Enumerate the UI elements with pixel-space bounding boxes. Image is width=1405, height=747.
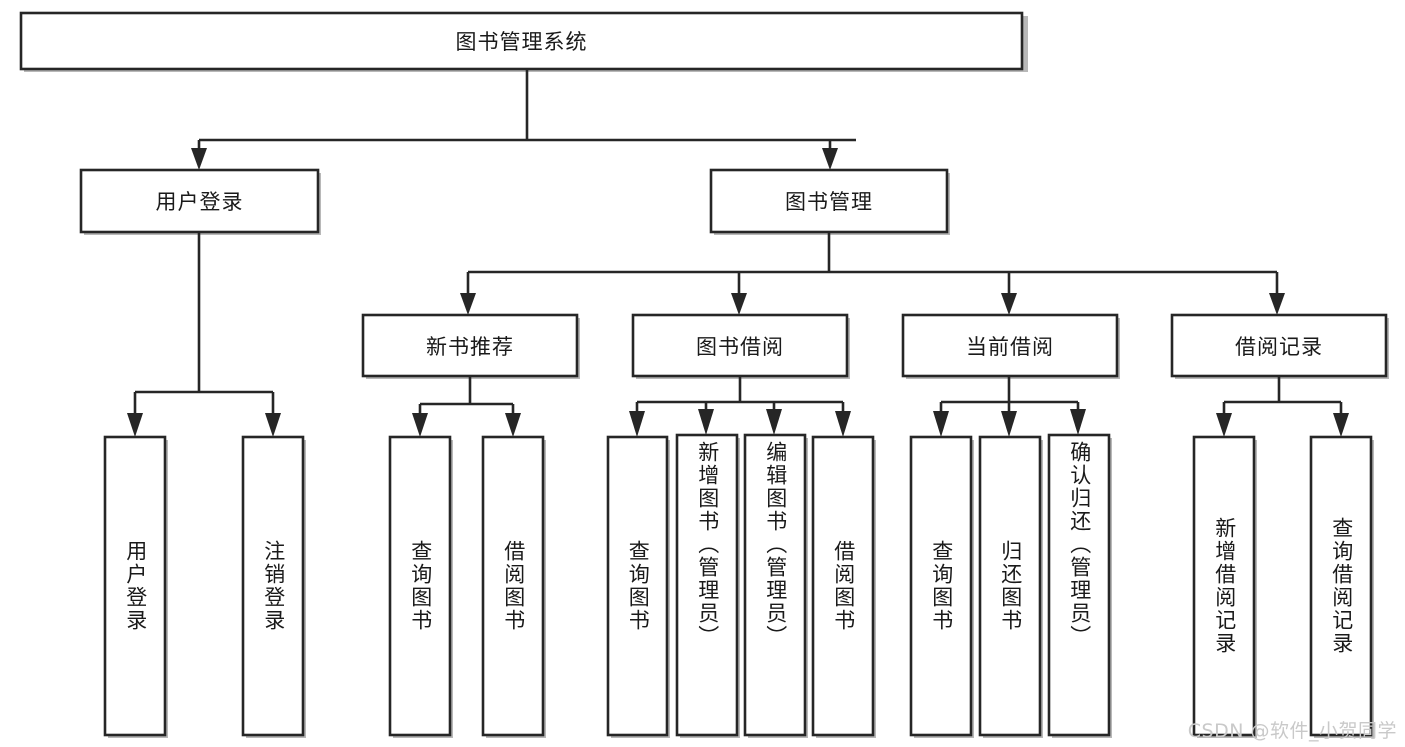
arrow-head-icon [265,413,281,437]
node-leaf-edit-book[interactable] [743,433,808,738]
node-book-borrow[interactable] [631,313,850,379]
node-leaf-confirm-return[interactable] [1047,433,1112,738]
node-root[interactable] [19,11,1028,72]
arrow-head-icon [505,413,521,437]
node-borrow-record[interactable] [1170,313,1389,379]
arrow-head-icon [412,413,428,437]
new-book-recommend-box [361,313,579,378]
leaf-add-book-box [675,433,739,737]
node-user-login[interactable] [79,168,321,235]
connector-borrow-record-to-leaves [1216,376,1349,437]
leaf-query-record-box [1309,435,1373,737]
arrow-head-icon [629,411,645,437]
arrow-head-icon [822,148,838,170]
connector-current-borrow-to-leaves [933,376,1086,437]
arrow-head-icon [766,409,782,435]
leaf-borrow-book-1-box [481,435,545,737]
arrow-head-icon [698,409,714,435]
arrow-head-icon [1216,413,1232,437]
current-borrow-box [901,313,1119,378]
node-leaf-user-login[interactable] [103,435,168,738]
arrow-head-icon [191,148,207,170]
arrow-head-icon [731,293,747,315]
node-leaf-add-book[interactable] [675,433,740,738]
connector-root-to-level2 [191,69,856,170]
node-new-book-recommend[interactable] [361,313,580,379]
leaf-edit-book-box [743,433,807,737]
node-current-borrow[interactable] [901,313,1120,379]
leaf-query-book-2-box [606,435,669,737]
book-manage-box [709,168,949,234]
leaf-add-record-box [1192,435,1256,737]
node-leaf-query-book-2[interactable] [606,435,670,738]
borrow-record-box [1170,313,1388,378]
node-leaf-query-book-1[interactable] [388,435,453,738]
node-leaf-query-record[interactable] [1309,435,1374,738]
node-book-manage[interactable] [709,168,950,235]
leaf-query-book-3-box [909,435,973,737]
arrow-head-icon [460,293,476,315]
connector-book-manage-to-level3 [460,232,1285,315]
arrow-head-icon [1269,293,1285,315]
leaf-return-book-box [978,435,1042,737]
leaf-confirm-return-box [1047,433,1111,737]
arrow-head-icon [127,413,143,437]
root-box [19,11,1024,71]
node-leaf-query-book-3[interactable] [909,435,974,738]
node-leaf-return-book[interactable] [978,435,1043,738]
arrow-head-icon [1333,413,1349,437]
arrow-head-icon [835,411,851,437]
arrow-head-icon [1001,293,1017,315]
leaf-query-book-1-box [388,435,452,737]
node-leaf-add-record[interactable] [1192,435,1257,738]
arrow-head-icon [1070,409,1086,435]
leaf-user-login-box [103,435,167,737]
leaf-borrow-book-2-box [811,435,875,737]
connector-new-book-recommend-to-leaves [412,376,521,437]
user-login-box [79,168,320,234]
connector-book-borrow-to-leaves [629,376,851,437]
connector-user-login-to-leaves [127,232,281,437]
leaf-logout-box [241,435,305,737]
node-leaf-borrow-book-1[interactable] [481,435,546,738]
book-borrow-box [631,313,849,378]
arrow-head-icon [1001,411,1017,437]
arrow-head-icon [933,411,949,437]
node-leaf-borrow-book-2[interactable] [811,435,876,738]
csdn-watermark: CSDN @软件_小贺同学 [1187,720,1397,742]
node-leaf-logout[interactable] [241,435,306,738]
